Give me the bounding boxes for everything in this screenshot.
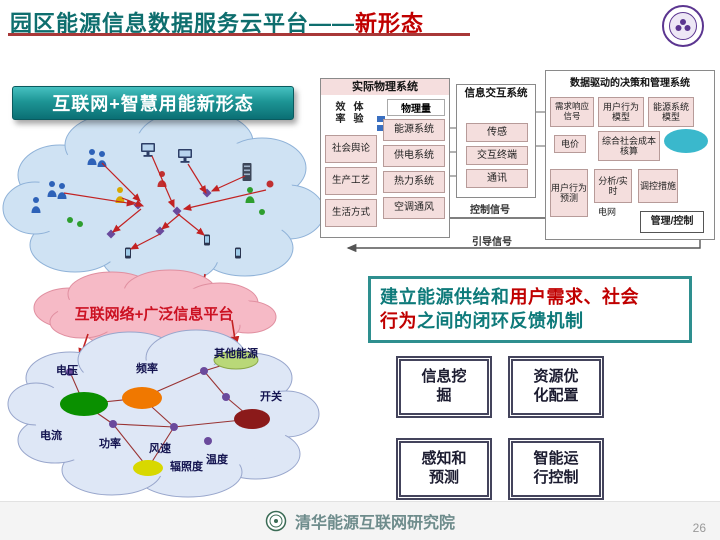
footer-org-name: 清华能源互联网研究院 xyxy=(294,515,455,532)
box-behavior-predict: 用户行为预测 xyxy=(550,169,588,217)
sensor-cloud xyxy=(7,329,320,498)
feedback-line-1: 建立能源供给和用户需求、社会 xyxy=(380,287,639,307)
section-banner: 互联网+智慧用能新形态 xyxy=(12,86,294,120)
capability-info-mining: 信息挖掘 xyxy=(396,356,492,418)
phone-icon xyxy=(235,247,241,259)
vertical-label-efficiency: 效率 xyxy=(333,101,344,125)
sensor-label-switch: 开关 xyxy=(260,391,282,403)
network-cloud xyxy=(2,109,325,287)
box-hvac: 空调通风 xyxy=(383,197,445,219)
page-title: 园区能源信息数据服务云平台——新形态 xyxy=(10,6,424,38)
feedback-statement: 建立能源供给和用户需求、社会 行为之间的闭环反馈机制 xyxy=(368,276,692,343)
box-comms: 通讯 xyxy=(466,169,528,188)
sensor-nodes xyxy=(60,350,270,476)
network-links xyxy=(63,155,267,250)
physical-system-panel: 实际物理系统 效率 体验 社会舆论 生产工艺 生活方式 物理量 能源系统 供电系… xyxy=(320,78,450,238)
node-icons xyxy=(67,180,274,239)
sensor-label-current: 电流 xyxy=(40,430,62,442)
switch-node xyxy=(234,409,270,429)
voltage-node xyxy=(60,392,108,416)
box-user-model: 用户行为模型 xyxy=(598,97,644,127)
page-number: 26 xyxy=(692,521,706,535)
capability-sense-predict: 感知和预测 xyxy=(396,438,492,500)
cost-ellipse xyxy=(664,129,708,153)
sensor-label-frequency: 频率 xyxy=(136,363,158,375)
box-measures: 调控措施 xyxy=(638,169,678,203)
internet-cloud-label: 互联网络+广泛信息平台 xyxy=(74,306,234,323)
box-price: 电价 xyxy=(554,135,586,153)
box-terminal: 交互终端 xyxy=(466,146,528,165)
title-main: 园区能源信息数据服务云平台—— xyxy=(10,11,356,36)
decision-system-title: 数据驱动的决策和管理系统 xyxy=(570,78,690,89)
server-icon xyxy=(242,163,252,181)
box-power-supply: 供电系统 xyxy=(383,145,445,167)
title-underline xyxy=(8,33,470,36)
phone-icon xyxy=(204,234,210,246)
sensor-label-wind-speed: 风速 xyxy=(149,443,171,455)
box-production: 生产工艺 xyxy=(325,167,377,195)
frequency-node xyxy=(122,387,162,409)
other-energy-node xyxy=(213,350,259,370)
title-highlight: 新形态 xyxy=(355,11,425,36)
guide-signal-label: 引导信号 xyxy=(472,237,512,248)
box-lifestyle: 生活方式 xyxy=(325,199,377,227)
box-sensing: 传感 xyxy=(466,123,528,142)
decision-system-panel: 数据驱动的决策和管理系统 需求响应信号 用户行为模型 能源系统模型 电价 综合社… xyxy=(545,70,715,240)
sensor-label-voltage: 电压 xyxy=(56,365,78,377)
footer: 清华能源互联网研究院 xyxy=(0,501,720,540)
box-demand-signal: 需求响应信号 xyxy=(550,97,594,127)
interaction-system-title: 信息交互系统 xyxy=(464,87,528,99)
control-signal-label: 控制信号 xyxy=(470,205,510,216)
temperature-node xyxy=(133,460,163,476)
physical-system-title: 实际物理系统 xyxy=(321,79,449,95)
sensor-label-power: 功率 xyxy=(99,438,121,450)
box-social-opinion: 社会舆论 xyxy=(325,135,377,163)
box-energy-model: 能源系统模型 xyxy=(648,97,694,127)
box-manage-control: 管理/控制 xyxy=(640,211,704,233)
box-thermal: 热力系统 xyxy=(383,171,445,193)
vertical-label-experience: 体验 xyxy=(351,101,362,125)
grid-label: 电网 xyxy=(598,207,617,217)
sensor-label-irradiance: 辐照度 xyxy=(170,461,203,473)
phone-icon xyxy=(125,247,131,259)
box-social-cost: 综合社会成本核算 xyxy=(598,131,660,161)
capability-resource-opt: 资源优化配置 xyxy=(508,356,604,418)
feedback-line-2: 行为之间的闭环反馈机制 xyxy=(380,311,584,332)
building-icons xyxy=(377,116,385,131)
capability-smart-control: 智能运行控制 xyxy=(508,438,604,500)
sensor-label-temperature: 温度 xyxy=(206,454,228,466)
box-energy-system: 能源系统 xyxy=(383,119,445,141)
internet-cloud xyxy=(33,269,277,349)
sensor-label-other-energy: 其他能源 xyxy=(214,348,258,360)
box-analysis: 分析/实时 xyxy=(594,169,632,203)
institute-seal-icon xyxy=(265,510,287,532)
interaction-system-panel: 信息交互系统 传感 交互终端 通讯 xyxy=(456,84,536,198)
university-seal-icon xyxy=(662,5,704,47)
quantity-label: 物理量 xyxy=(387,99,445,116)
